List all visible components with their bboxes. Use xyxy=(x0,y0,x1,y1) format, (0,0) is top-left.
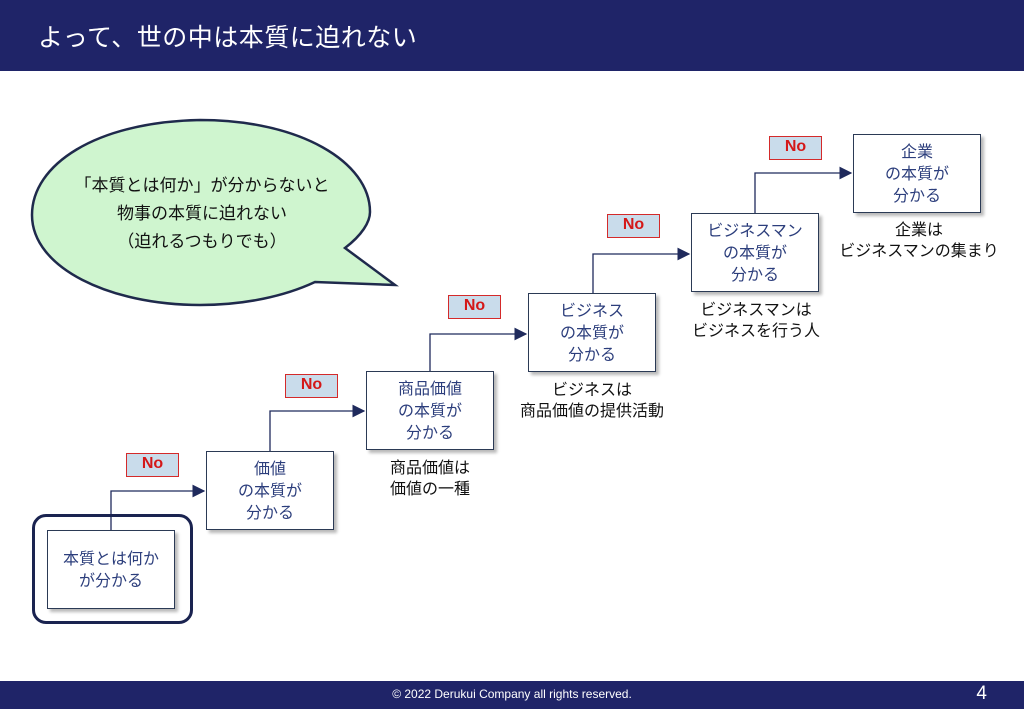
connector-2 xyxy=(269,404,366,451)
connector-3 xyxy=(429,327,528,371)
slide-header: よって、世の中は本質に迫れない xyxy=(0,0,1024,71)
no-label-2: No xyxy=(285,374,338,398)
step-box-essence: 本質とは何か が分かる xyxy=(47,530,175,609)
connector-4 xyxy=(592,247,691,293)
no-label-1: No xyxy=(126,453,179,477)
copyright-text: © 2022 Derukui Company all rights reserv… xyxy=(392,687,632,701)
connector-1 xyxy=(110,484,206,530)
no-label-3: No xyxy=(448,295,501,319)
slide-title: よって、世の中は本質に迫れない xyxy=(38,23,418,52)
caption-business: ビジネスは 商品価値の提供活動 xyxy=(519,380,664,420)
caption-businessman: ビジネスマンは ビジネスを行う人 xyxy=(691,300,820,340)
step-box-product-value: 商品価値 の本質が 分かる xyxy=(366,371,494,450)
no-label-5: No xyxy=(769,136,822,160)
slide-footer: © 2022 Derukui Company all rights reserv… xyxy=(0,681,1024,709)
step-box-businessman: ビジネスマン の本質が 分かる xyxy=(691,213,819,292)
speech-bubble-text: 「本質とは何か」が分からないと 物事の本質に迫れない （迫れるつもりでも） xyxy=(74,176,330,252)
no-label-4: No xyxy=(607,214,660,238)
first-step-highlight xyxy=(32,514,193,624)
connector-5 xyxy=(754,166,853,213)
step-box-business: ビジネス の本質が 分かる xyxy=(528,293,656,372)
caption-company: 企業は ビジネスマンの集まり xyxy=(839,220,999,260)
caption-product-value: 商品価値は 価値の一種 xyxy=(389,458,470,498)
step-box-value: 価値 の本質が 分かる xyxy=(206,451,334,530)
page-number: 4 xyxy=(976,683,987,704)
step-box-company: 企業 の本質が 分かる xyxy=(853,134,981,213)
